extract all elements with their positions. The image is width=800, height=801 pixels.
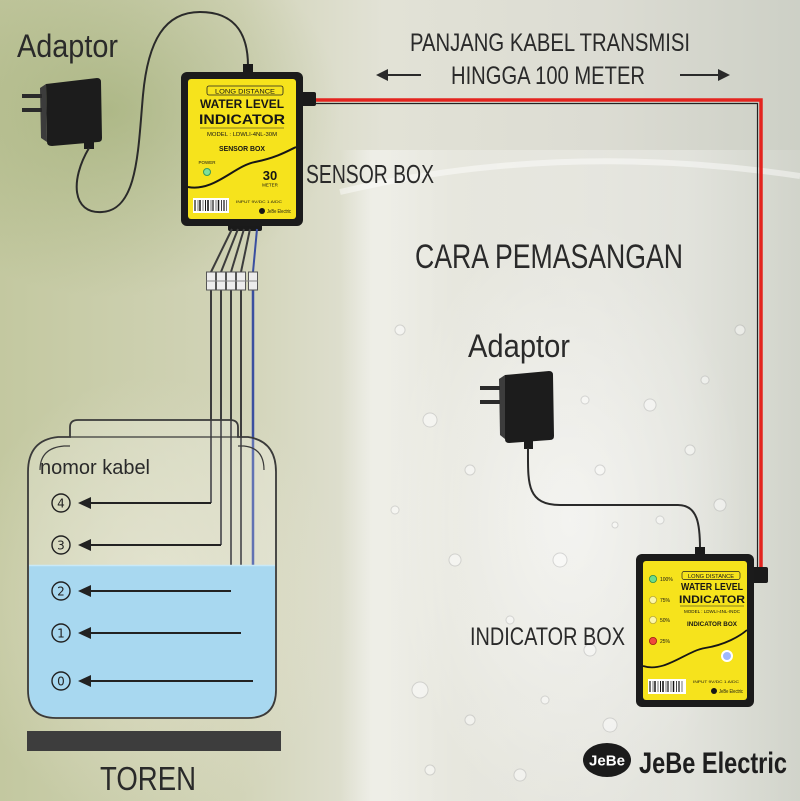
terminal-block [206,271,258,291]
arrow-left-icon [78,627,91,639]
bubble [505,615,515,625]
indicator-face-title2: INDICATOR [679,594,745,606]
sensor-face-power: POWER [198,160,216,165]
logo-badge [583,743,631,777]
cable-number-0-text: 0 [57,675,65,689]
sensor-face-model: MODEL : LDWLI-4NL-30M [207,132,277,138]
indicator-face-model: MODEL : LDWLI-4NL-INDC [684,609,741,614]
bubble [464,714,476,726]
bubble [540,695,550,705]
bubble [552,552,568,568]
cable-number-2-text: 2 [57,585,65,599]
cable-number-0: 0 [51,671,253,691]
cable-number-3-text: 3 [57,539,65,553]
bubble [700,375,710,385]
indicator-box-label: INDICATOR BOX [470,623,625,651]
barcode-icon [193,198,229,213]
indicator-face-banner: LONG DISTANCE [688,574,734,580]
bubble [390,505,400,515]
bubble [602,717,618,733]
bubble [684,444,696,456]
bubble [643,398,657,412]
power-adaptor-icon [480,371,554,449]
cable-number-2: 2 [51,581,231,601]
cable-number-4: 4 [51,493,211,513]
logo-badge-text: JeBe [589,753,625,770]
background-bubbles [390,324,746,782]
bubble [611,521,619,529]
cable-number-3: 3 [51,535,221,555]
led-indicator-icon [649,616,658,625]
sensor-face-brand: JeBe Electric [267,209,291,215]
indicator-level-75: 75% [660,598,671,604]
bubble [394,324,406,336]
bubble [464,464,476,476]
led-indicator-icon [649,575,658,584]
adaptor-mid-label: Adaptor [468,328,570,364]
arrow-left-icon [78,539,91,551]
arrow-left-icon [78,585,91,597]
led-indicator-icon [649,596,658,605]
indicator-face-brand: JeBe Electric [719,689,743,695]
brand-mark-icon [259,208,265,214]
cable-number-1: 1 [51,623,241,643]
indicator-box-device: 100% 75% 50% 25% LONG DISTANCE WATER LEV… [636,547,768,707]
cable-length-line2: HINGGA 100 METER [451,62,645,90]
bubble [713,498,727,512]
sensor-box-device: LONG DISTANCE WATER LEVEL INDICATOR MODE… [181,64,316,231]
page-title: CARA PEMASANGAN [415,238,683,276]
tank-label: TOREN [100,760,196,797]
bubble [594,464,606,476]
adaptor-top-cable [75,10,249,214]
bubble [583,643,597,657]
indicator-level-50: 50% [660,618,671,624]
brand-mark-icon [711,688,717,694]
cable-number-4-text: 4 [57,497,65,511]
water-tank-icon [27,419,277,719]
barcode-icon [648,679,686,694]
brand-logo: JeBe JeBe Electric [583,743,787,780]
sensor-face-distance-value: 30 [263,168,277,183]
led-indicator-icon [721,650,733,662]
cable-length-line1: PANJANG KABEL TRANSMISI [410,29,690,57]
adaptor-top-label: Adaptor [17,28,118,64]
bubble [580,395,590,405]
sensor-face-input: INPUT 9V/DC 1 A/DC [236,199,282,204]
indicator-face-input: INPUT 9V/DC 1 A/DC [693,679,739,684]
arrow-left-icon [78,675,91,687]
sensor-box-label: SENSOR BOX [306,159,434,189]
sensor-face-title1: WATER LEVEL [200,97,284,111]
led-indicator-icon [649,637,658,646]
bubble [513,768,527,782]
bubble [734,324,746,336]
bubble [448,553,462,567]
sensor-face-banner: LONG DISTANCE [215,88,276,95]
bubble [655,515,665,525]
indicator-level-100: 100% [660,577,673,583]
arrow-left-icon [78,497,91,509]
logo-name: JeBe Electric [639,747,787,780]
sensor-face-distance-unit: METER [262,183,279,188]
arrow-left-icon [376,69,421,81]
led-indicator-icon [203,168,211,176]
indicator-face-name: INDICATOR BOX [687,621,738,628]
sensor-face-name: SENSOR BOX [219,144,265,153]
tank-base [27,731,281,751]
cable-number-1-text: 1 [57,627,65,641]
power-adaptor-icon [22,78,102,149]
transmission-cable [315,98,763,568]
arrow-right-icon [680,69,730,81]
bubble [424,764,436,776]
adaptor-mid-cable [526,447,701,550]
indicator-face-title1: WATER LEVEL [681,582,743,593]
indicator-level-25: 25% [660,639,671,645]
bubble [411,681,429,699]
sensor-face-title2: INDICATOR [199,111,285,127]
cable-number-caption: nomor kabel [40,457,150,479]
bubble [422,412,438,428]
